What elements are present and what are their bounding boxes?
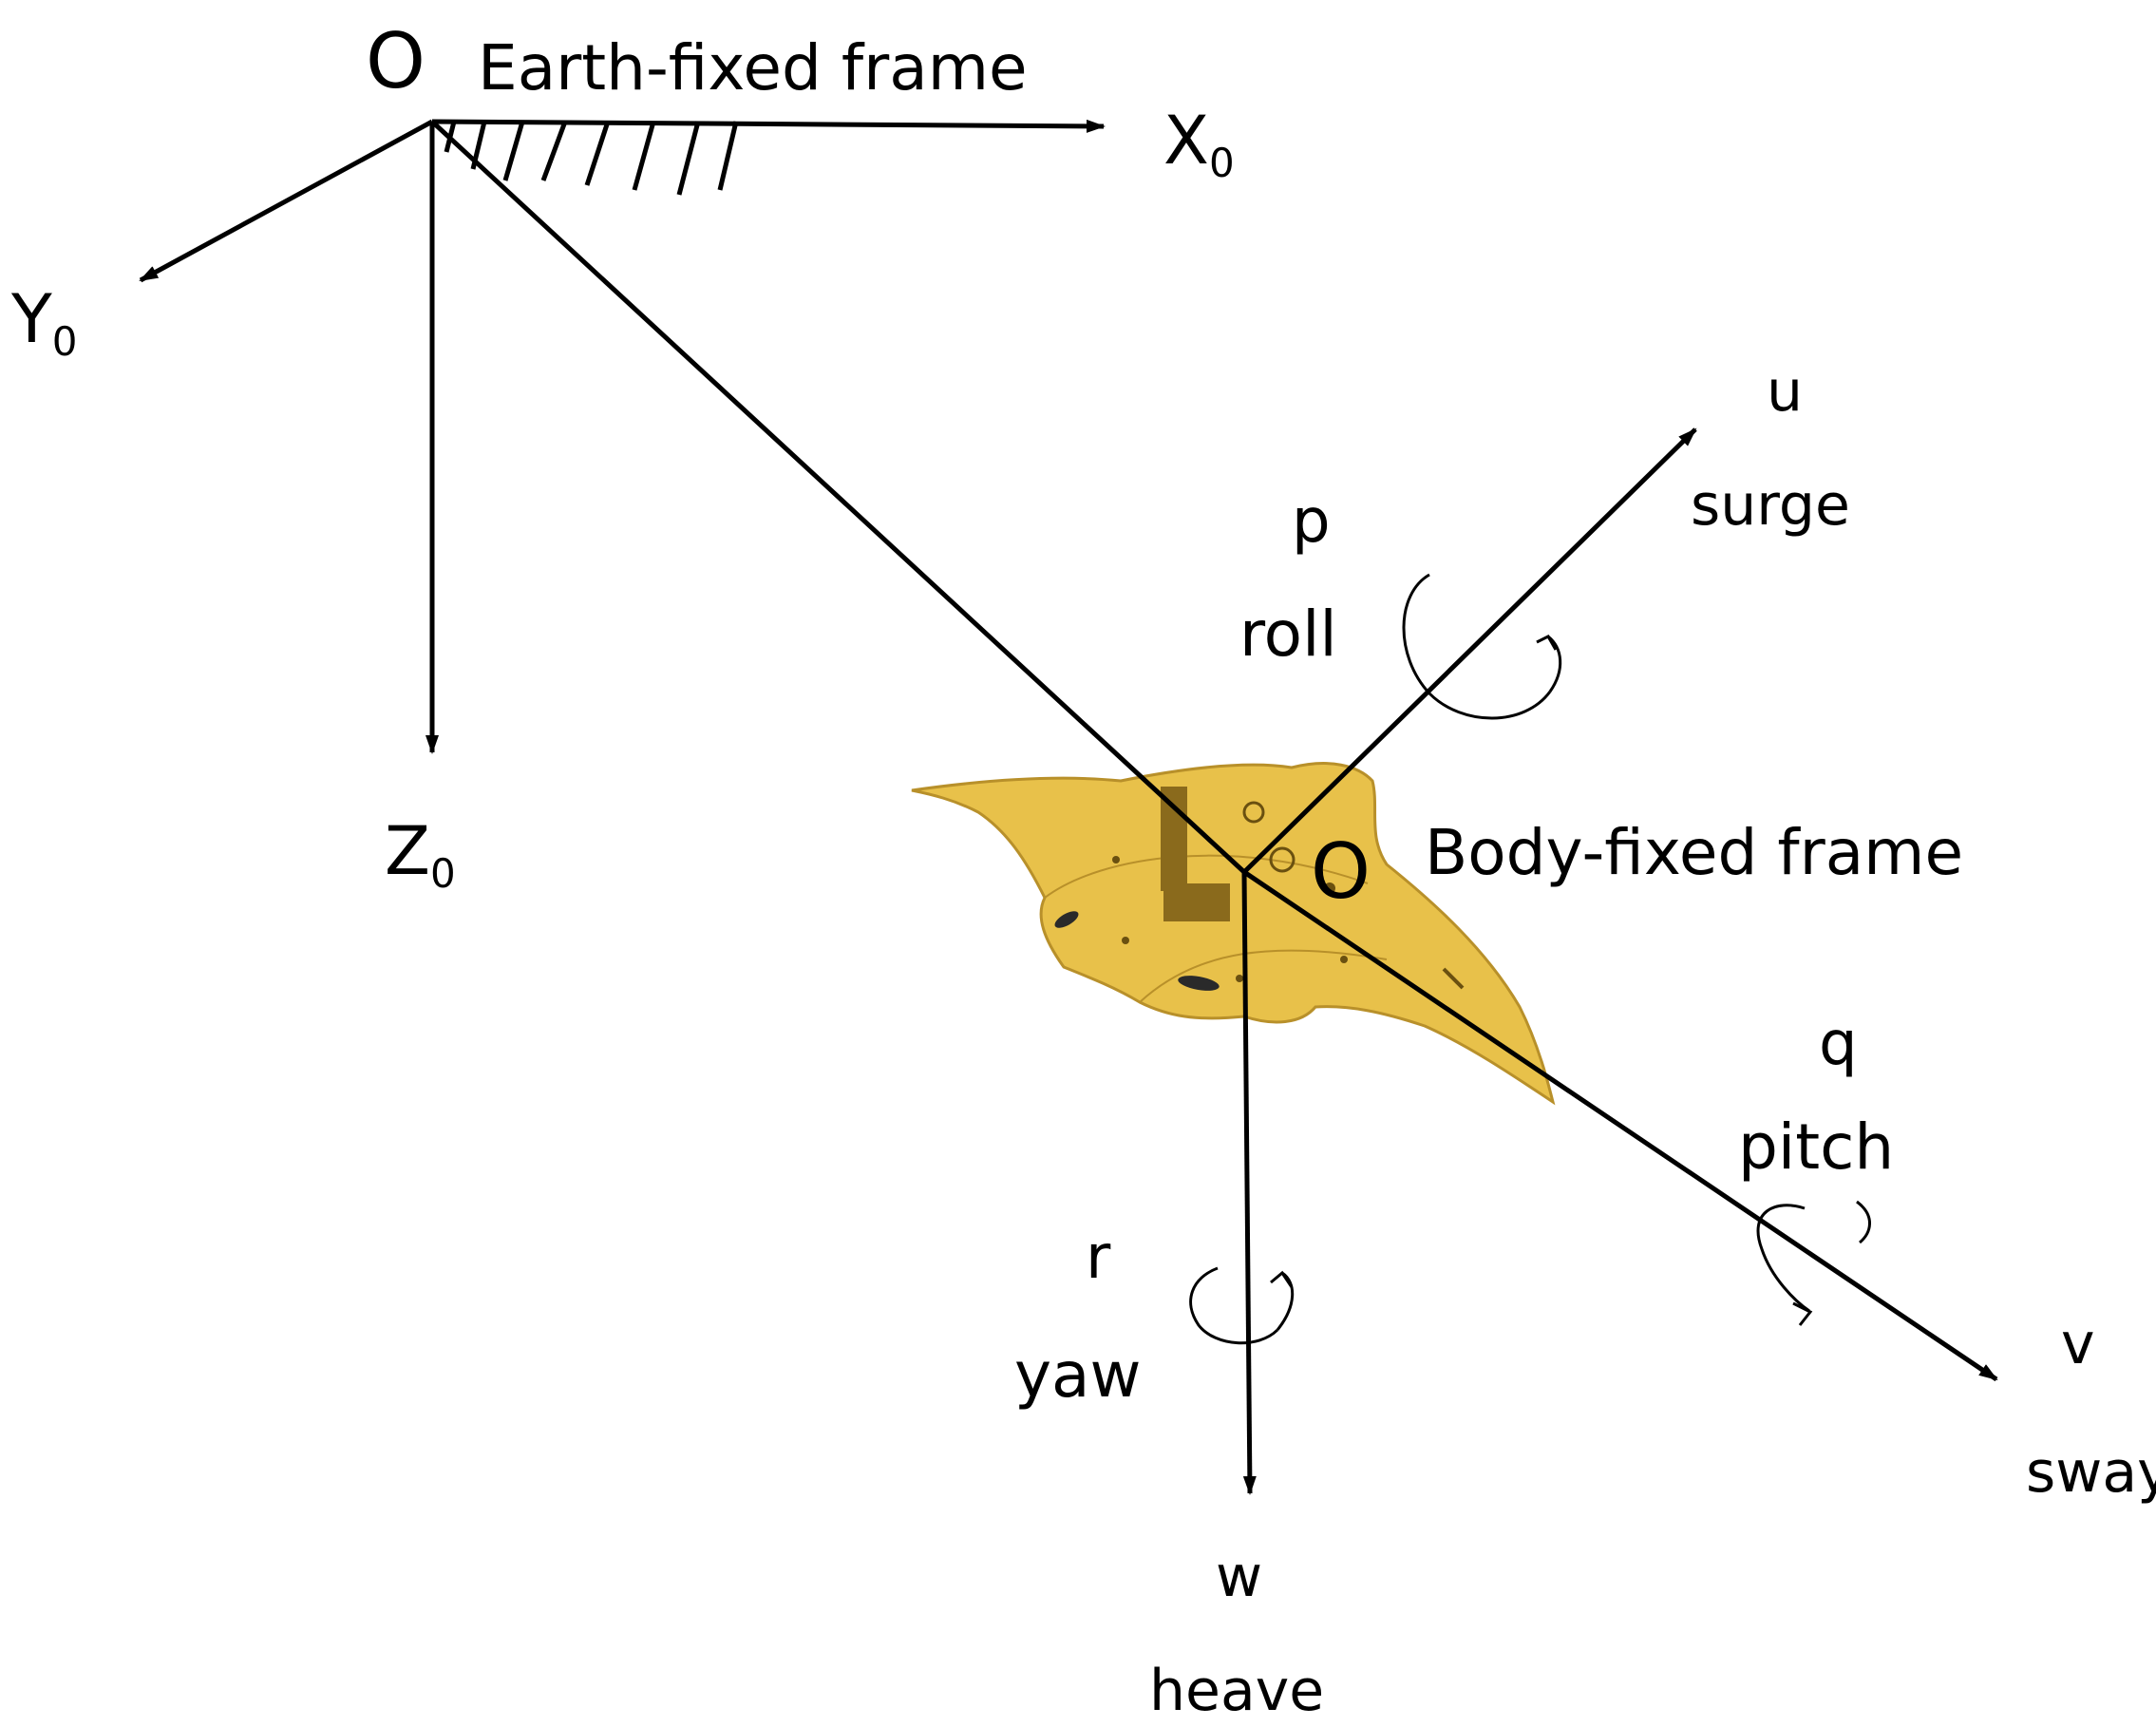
pitch-symbol: q	[1819, 1009, 1858, 1079]
roll-name: roll	[1239, 598, 1337, 671]
x0-axis	[431, 119, 1106, 133]
z0-axis-label: Z0	[385, 812, 456, 897]
manta-robot-body	[911, 762, 1556, 1106]
pitch-rotation-icon	[1756, 1200, 1871, 1326]
yaw-rotation-icon	[1189, 1266, 1295, 1345]
sway-axis	[1242, 869, 1998, 1382]
body-origin-label: O	[1311, 827, 1371, 916]
earth-fixed-frame	[139, 119, 1246, 874]
ground-hatch	[444, 121, 739, 196]
heave-symbol: w	[1216, 1544, 1262, 1610]
roll-symbol: p	[1292, 486, 1331, 557]
yaw-name: yaw	[1014, 1338, 1141, 1412]
position-vector	[430, 120, 1246, 874]
roll-rotation-icon	[1402, 573, 1562, 720]
earth-origin-label: O	[366, 17, 426, 105]
heave-axis	[1241, 871, 1257, 1495]
yaw-symbol: r	[1086, 1223, 1111, 1293]
y0-axis	[139, 119, 434, 283]
surge-axis	[1242, 427, 1697, 874]
heave-name: heave	[1149, 1658, 1324, 1724]
earth-frame-title: Earth-fixed frame	[478, 31, 1028, 104]
y0-axis-label: Y0	[10, 280, 78, 365]
body-frame-title: Body-fixed frame	[1425, 816, 1963, 889]
x0-axis-label: X0	[1163, 102, 1235, 186]
pitch-name: pitch	[1738, 1110, 1894, 1184]
body-fixed-frame	[1189, 427, 1998, 1495]
sway-name: sway	[2026, 1439, 2156, 1506]
surge-symbol: u	[1767, 358, 1803, 425]
surge-name: surge	[1691, 472, 1850, 539]
sway-symbol: v	[2061, 1311, 2095, 1377]
